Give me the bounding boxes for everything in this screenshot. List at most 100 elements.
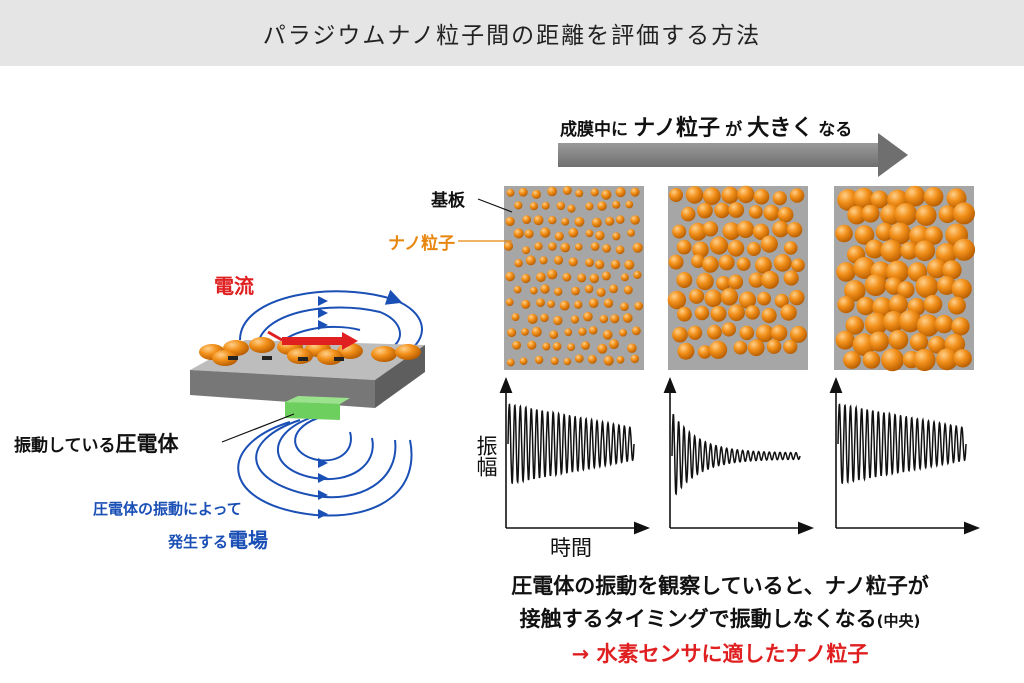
nanoparticle [774, 293, 789, 308]
nanoparticle [610, 314, 620, 324]
nanoparticle [581, 341, 590, 350]
nanoparticle [760, 235, 778, 253]
nanoparticle [540, 227, 551, 238]
nanoparticle [685, 186, 704, 204]
nanoparticle [721, 186, 739, 204]
nanoparticle [534, 242, 543, 251]
nanoparticle [549, 330, 559, 339]
nanoparticle [527, 340, 537, 350]
piezo-element [285, 402, 340, 420]
field-label-main: 電場 [228, 528, 269, 552]
nanoparticle [889, 222, 911, 245]
nanoparticle [603, 355, 614, 366]
nanoparticle [898, 310, 922, 333]
nanoparticle [511, 313, 520, 322]
nanoparticle [853, 257, 876, 279]
nanoparticle [913, 348, 936, 372]
particles-small [503, 186, 644, 367]
nanoparticle [916, 314, 940, 337]
nanoparticle [748, 272, 764, 288]
nanoparticle [900, 241, 919, 260]
nanoparticle [584, 284, 594, 294]
nanoparticle [623, 285, 633, 295]
nanoparticle [680, 206, 696, 222]
nanoparticle [536, 272, 546, 283]
nanoparticle [868, 331, 890, 352]
nanoparticle-label: ナノ粒子 [388, 234, 456, 254]
nanoparticle [602, 244, 611, 253]
nanoparticle [575, 354, 584, 363]
nanoparticle [612, 200, 621, 209]
nanoparticle [854, 225, 875, 245]
nanoparticle [536, 298, 545, 307]
nanoparticle [619, 328, 627, 337]
title-bar: パラジウムナノ粒子間の距離を評価する方法 [0, 0, 1024, 66]
nanoparticle [612, 232, 621, 241]
nanoparticle [547, 186, 557, 197]
nanoparticle [547, 269, 558, 280]
nanoparticle [518, 187, 528, 197]
nanoparticle [909, 333, 929, 352]
nanoparticle [856, 296, 875, 316]
nanoparticle [521, 299, 531, 309]
nanoparticle [676, 239, 692, 255]
nanoparticle [513, 285, 522, 294]
nanoparticle [522, 246, 531, 255]
nanoparticle [702, 187, 721, 206]
nanoparticle [714, 202, 730, 219]
nanoparticle [534, 355, 544, 365]
nanoparticle [843, 351, 861, 369]
nanoparticle [524, 229, 534, 239]
nanoparticle [870, 190, 889, 209]
nanoparticle [559, 300, 570, 311]
nanoparticle [506, 188, 515, 197]
nanoparticle [783, 241, 798, 255]
nanoparticle [936, 348, 958, 371]
nanoparticle [568, 257, 578, 267]
nanoparticle [745, 305, 760, 320]
current-label: 電流 [214, 274, 254, 298]
nanoparticle [754, 256, 772, 274]
electrodes [228, 356, 344, 361]
nanoparticle [739, 325, 755, 341]
field-arrowheads [318, 296, 328, 519]
nanoparticle [837, 189, 860, 211]
nanoparticle [688, 288, 705, 304]
nanoparticle [514, 201, 523, 210]
nanoparticle [541, 201, 550, 210]
nanoparticle [942, 260, 962, 280]
nanoparticle [709, 340, 728, 359]
nanoparticle [608, 339, 619, 350]
nanoparticle [587, 354, 597, 364]
nanoparticle [548, 216, 557, 225]
nanoparticle [862, 351, 881, 369]
graph-medium [663, 377, 814, 535]
nanoparticle [583, 311, 593, 322]
nanoparticle [736, 257, 751, 271]
y-axis-label: 振幅 [474, 435, 498, 477]
nanoparticle [505, 298, 514, 307]
arrow-label: 成膜中に ナノ粒子 が 大きく なる [560, 110, 852, 142]
nanoparticle [577, 273, 587, 283]
nanoparticle [777, 206, 794, 223]
nanoparticle [773, 253, 792, 272]
nanoparticle [746, 242, 761, 256]
nanoparticle [521, 273, 531, 284]
caption-line2-main: 接触するタイミングで振動しなくなる [519, 607, 877, 631]
nanoparticle [571, 286, 580, 296]
nanoparticle [865, 239, 885, 259]
nanoparticle [539, 256, 548, 265]
nanoparticle [507, 328, 517, 338]
arrow-label-part3: が [725, 120, 743, 140]
nanoparticle [554, 231, 564, 241]
caption: 圧電体の振動を観察していると、ナノ粒子が 接触するタイミングで振動しなくなる(中… [440, 570, 1000, 671]
nanoparticle [691, 254, 705, 268]
nanoparticle [585, 229, 594, 238]
nanoparticle [786, 222, 803, 238]
nanoparticle [561, 217, 570, 226]
nanoparticle [527, 313, 538, 324]
substrate-pointer [477, 198, 513, 213]
nanoparticle [574, 216, 585, 227]
nanoparticle [616, 355, 625, 364]
